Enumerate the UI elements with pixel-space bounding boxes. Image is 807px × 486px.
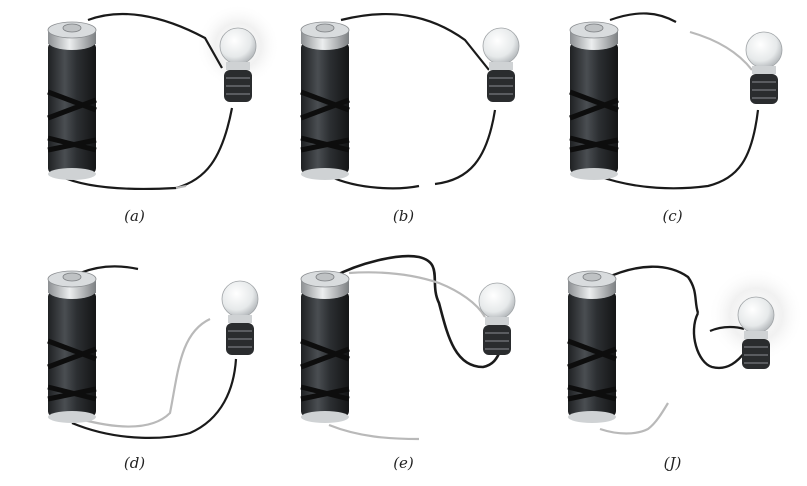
wire-icon — [340, 12, 490, 71]
panel-d: (d) — [0, 243, 269, 486]
wire-icon — [689, 30, 753, 71]
caption-f: (J) — [663, 454, 682, 472]
wire-icon — [79, 318, 211, 428]
wire-icon — [328, 423, 420, 441]
panel-e: (e) — [269, 243, 538, 486]
battery-cell-icon — [300, 21, 350, 180]
wire-icon — [709, 325, 745, 333]
wire-icon — [692, 312, 747, 370]
circuit-d — [47, 265, 259, 439]
caption-b: (b) — [392, 207, 415, 225]
panel-c: (c) — [538, 0, 807, 243]
bulb-icon — [221, 280, 259, 355]
battery-cell-icon — [567, 270, 617, 423]
battery-cell-icon — [47, 270, 97, 423]
circuit-f — [567, 265, 804, 435]
wire-icon — [434, 109, 497, 186]
battery-cell-icon — [569, 21, 619, 180]
bulb-icon — [478, 282, 516, 355]
wire-icon — [71, 358, 238, 439]
circuit-e — [300, 254, 516, 441]
wire-icon — [599, 402, 669, 435]
panel-a: (a) — [0, 0, 280, 243]
wire-icon — [348, 271, 486, 318]
panel-b: (b) — [269, 0, 538, 243]
wire-icon — [332, 254, 503, 369]
circuit-b — [300, 12, 520, 190]
bulb-icon — [737, 296, 775, 369]
battery-cell-icon — [300, 270, 350, 423]
wire-icon — [597, 109, 760, 190]
caption-d: (d) — [123, 454, 146, 472]
bulb-icon — [219, 27, 257, 102]
wire-icon — [603, 265, 700, 314]
panel-f: (J) — [538, 243, 807, 486]
wire-icon — [609, 12, 677, 23]
caption-e: (e) — [393, 454, 414, 472]
wire-icon — [79, 265, 139, 275]
circuit-a — [47, 4, 280, 191]
caption-a: (a) — [124, 207, 145, 225]
bulb-icon — [482, 27, 520, 102]
bulb-icon — [745, 31, 783, 104]
circuit-c — [569, 12, 783, 190]
wire-icon — [87, 12, 223, 69]
caption-c: (c) — [662, 207, 683, 225]
battery-cell-icon — [47, 21, 97, 180]
wire-icon — [328, 175, 420, 190]
